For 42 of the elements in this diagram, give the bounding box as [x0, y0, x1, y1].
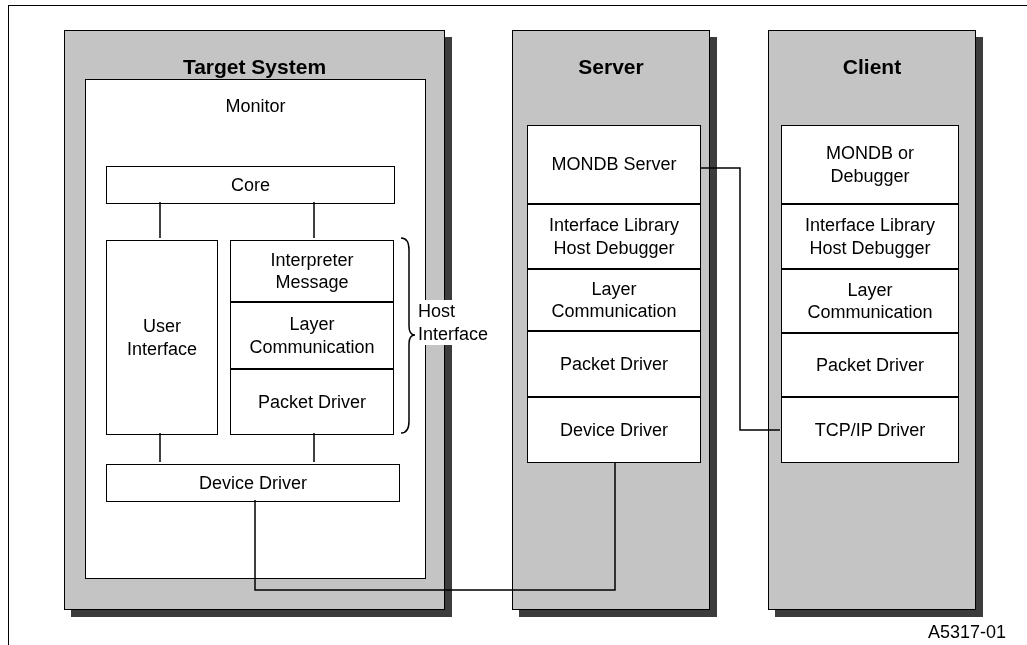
box-label: Core [231, 173, 270, 197]
component-box [781, 397, 959, 463]
box-label: MONDB or Debugger [825, 142, 915, 187]
box-label: TCP/IP Driver [814, 418, 926, 442]
box-label: MONDB Server [551, 153, 677, 176]
panel-title: Server [577, 55, 645, 79]
box-label: Interpreter Message [269, 248, 355, 294]
component-box [527, 397, 701, 463]
box-label: Interface Library Host Debugger [803, 214, 937, 259]
connector-line [159, 201, 161, 239]
container-title: Monitor [224, 96, 287, 117]
component-box [527, 125, 701, 204]
connector-line [313, 201, 315, 239]
component-box [230, 369, 394, 435]
component-box [527, 204, 701, 269]
component-box [527, 331, 701, 397]
box-label: Packet Driver [560, 352, 668, 376]
component-box [106, 464, 400, 502]
component-box [781, 125, 959, 204]
box-label: Device Driver [560, 418, 668, 442]
box-label: Layer Communication [806, 278, 934, 324]
component-box [230, 302, 394, 369]
component-box [106, 240, 218, 435]
box-label: Layer Communication [550, 277, 678, 323]
box-label: Packet Driver [816, 353, 924, 377]
component-box [781, 204, 959, 269]
component-box [781, 269, 959, 333]
connector-line [254, 461, 616, 591]
panel-title: Target System [181, 55, 328, 79]
box-label: User Interface [125, 315, 198, 360]
connector-line [159, 432, 161, 463]
component-box [527, 269, 701, 331]
panel-title: Client [841, 55, 903, 79]
component-box [781, 333, 959, 397]
box-label: Layer Communication [248, 313, 376, 358]
box-label: Device Driver [199, 471, 307, 495]
connector-line [313, 432, 315, 463]
box-label: Packet Driver [258, 390, 366, 414]
connector-line [699, 167, 781, 431]
component-box [230, 240, 394, 302]
component-box [106, 166, 395, 204]
box-label: Interface Library Host Debugger [547, 214, 681, 259]
